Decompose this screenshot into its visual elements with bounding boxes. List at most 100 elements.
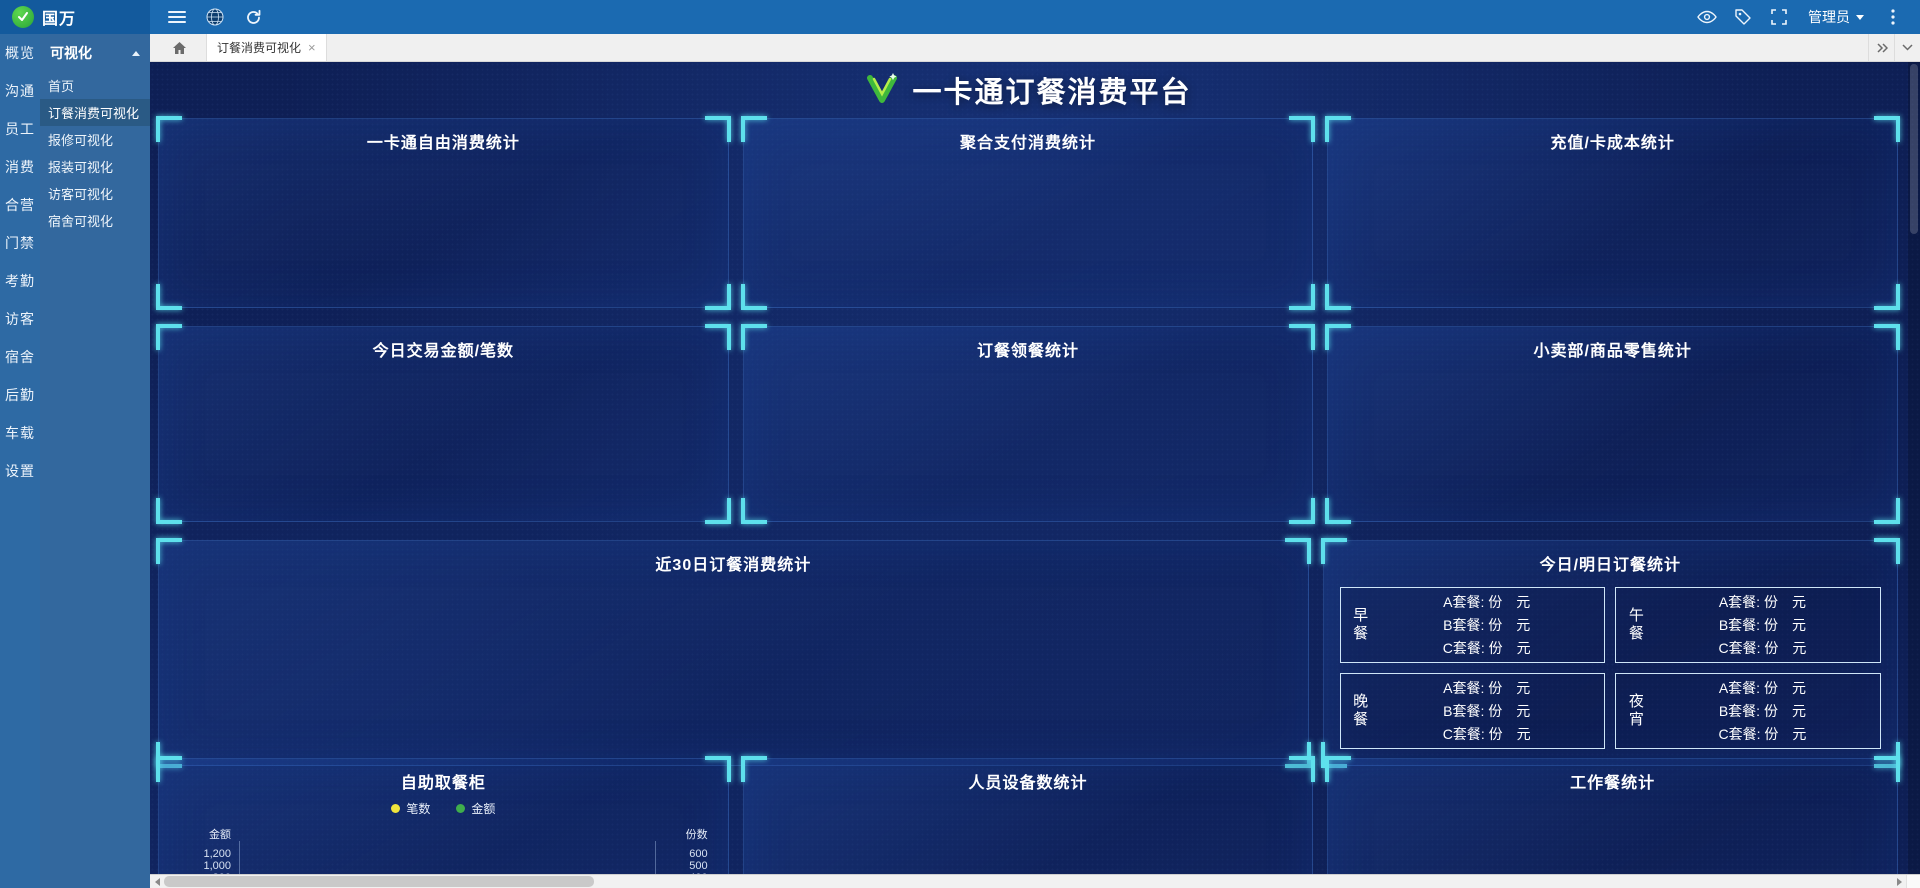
legend-dot-green-icon (456, 804, 466, 813)
panel-title: 近30日订餐消费统计 (655, 557, 812, 574)
brand-logo-icon (12, 6, 34, 28)
horizontal-scrollbar[interactable] (150, 874, 1920, 888)
panel-today-transactions: 今日交易金额/笔数 (156, 324, 731, 524)
submenu-item-meal-visualization[interactable]: 订餐消费可视化 (40, 99, 150, 126)
top-bar: 国万 管理员 (0, 0, 1920, 34)
panel-title: 今日/明日订餐统计 (1539, 557, 1682, 574)
panel-title: 一卡通自由消费统计 (366, 135, 520, 152)
panel-title: 今日交易金额/笔数 (372, 343, 515, 360)
panel-title: 订餐领餐统计 (976, 343, 1079, 360)
panel-today-tomorrow-orders: 今日/明日订餐统计 早餐 A套餐: 份 元 B套餐: 份 元 C套餐: 份 元 (1320, 538, 1900, 768)
tab-controls (1868, 34, 1920, 61)
legend-item-amount[interactable]: 金额 (456, 800, 495, 817)
tab-meal-visualization[interactable]: 订餐消费可视化 × (206, 34, 327, 61)
meal-line: C套餐: 份 元 (1442, 726, 1531, 742)
meal-label: 晚餐 (1351, 693, 1369, 729)
submenu-header[interactable]: 可视化 (40, 34, 150, 72)
module-access[interactable]: 门禁 (5, 235, 35, 251)
meal-line: A套餐: 份 元 (1718, 680, 1806, 696)
panel-30day-consumption: 近30日订餐消费统计 (156, 538, 1311, 768)
brand-name: 国万 (42, 11, 77, 28)
panel-free-consumption: 一卡通自由消费统计 (156, 116, 731, 310)
vertical-scrollbar-thumb[interactable] (1910, 64, 1918, 234)
module-attendance[interactable]: 考勤 (5, 273, 35, 289)
corner-bracket-icon (704, 284, 731, 310)
scrollbar-corner (1906, 875, 1920, 888)
right-axis-line (654, 841, 656, 874)
scroll-right-arrow-icon[interactable] (1892, 875, 1906, 888)
module-settings[interactable]: 设置 (5, 463, 35, 479)
menu-toggle-icon[interactable] (162, 3, 192, 31)
meal-line: C套餐: 份 元 (1718, 726, 1807, 742)
left-axis-title: 金额 (209, 829, 231, 841)
meal-line: B套餐: 份 元 (1443, 703, 1531, 719)
panel-self-pickup-cabinet: 自助取餐柜 笔数 金额 (156, 756, 731, 874)
module-staff[interactable]: 员工 (5, 121, 35, 137)
axis-tick: 1,000 (203, 860, 231, 872)
chart-legend: 笔数 金额 (159, 800, 728, 817)
legend-label: 笔数 (406, 802, 431, 816)
horizontal-scrollbar-thumb[interactable] (164, 876, 594, 887)
fullscreen-icon[interactable] (1764, 3, 1794, 31)
meal-line: C套餐: 份 元 (1718, 640, 1807, 656)
refresh-icon[interactable] (238, 3, 268, 31)
axis-tick: 1,200 (203, 848, 231, 860)
submenu-item-dorm-visualization[interactable]: 宿舍可视化 (48, 214, 114, 229)
module-sidebar: 概览 沟通 员工 消费 合营 门禁 考勤 访客 宿舍 后勤 车载 设置 (0, 34, 40, 888)
chevron-up-icon (132, 50, 140, 56)
meal-line: A套餐: 份 元 (1718, 594, 1806, 610)
module-logistics[interactable]: 后勤 (5, 387, 35, 403)
meal-lines: A套餐: 份 元 B套餐: 份 元 C套餐: 份 元 (1653, 592, 1872, 658)
corner-bracket-icon (740, 284, 767, 310)
legend-item-count[interactable]: 笔数 (391, 800, 430, 817)
meal-line: B套餐: 份 元 (1718, 703, 1806, 719)
home-tab-icon[interactable] (164, 34, 194, 61)
module-communication[interactable]: 沟通 (5, 83, 35, 99)
corner-bracket-icon (156, 498, 182, 524)
dashboard-title: 一卡通订餐消费平台 (912, 77, 1192, 109)
corner-bracket-icon (1325, 284, 1352, 310)
axis-tick: 500 (689, 860, 708, 872)
more-options-icon[interactable] (1878, 3, 1908, 31)
meal-line: C套餐: 份 元 (1442, 640, 1531, 656)
eye-icon[interactable] (1692, 3, 1722, 31)
module-overview[interactable]: 概览 (5, 45, 35, 61)
meal-line: A套餐: 份 元 (1443, 594, 1531, 610)
axis-tick: 600 (689, 848, 708, 860)
dashboard: 一卡通订餐消费平台 一卡通自由消费统计 聚合支付消费统计 充值/卡成本统计 (150, 62, 1920, 874)
module-joint[interactable]: 合营 (5, 197, 35, 213)
submenu-item-home[interactable]: 首页 (48, 79, 75, 94)
submenu-panel: 可视化 首页 订餐消费可视化 报修可视化 报装可视化 访客可视化 宿舍可视化 (40, 34, 150, 888)
tab-scroll-right-icon[interactable] (1868, 34, 1894, 61)
meal-line: B套餐: 份 元 (1718, 617, 1806, 633)
module-vehicle[interactable]: 车载 (5, 425, 35, 441)
panel-row-2: 今日交易金额/笔数 订餐领餐统计 小卖部/商品零售统计 (156, 324, 1900, 524)
globe-icon[interactable] (200, 3, 230, 31)
meal-stats-grid: 早餐 A套餐: 份 元 B套餐: 份 元 C套餐: 份 元 午餐 (1324, 575, 1897, 759)
submenu-item-install-visualization[interactable]: 报装可视化 (48, 160, 114, 175)
tag-icon[interactable] (1728, 3, 1758, 31)
content-area: 订餐消费可视化 × (150, 34, 1920, 888)
topbar-right-actions: 管理员 (1692, 3, 1920, 31)
panel-row-1: 一卡通自由消费统计 聚合支付消费统计 充值/卡成本统计 (156, 116, 1900, 310)
submenu-item-repair-visualization[interactable]: 报修可视化 (48, 133, 114, 148)
tab-menu-chevron-icon[interactable] (1894, 34, 1920, 61)
module-consumption[interactable]: 消费 (5, 159, 35, 175)
corner-bracket-icon (740, 498, 767, 524)
meal-box-breakfast: 早餐 A套餐: 份 元 B套餐: 份 元 C套餐: 份 元 (1339, 587, 1606, 663)
vertical-scrollbar[interactable] (1908, 62, 1920, 874)
legend-label: 金额 (471, 802, 496, 816)
submenu-item-visitor-visualization[interactable]: 访客可视化 (48, 187, 114, 202)
meal-lines: A套餐: 份 元 B套餐: 份 元 C套餐: 份 元 (1377, 678, 1596, 744)
module-dormitory[interactable]: 宿舍 (5, 349, 35, 365)
module-visitor[interactable]: 访客 (5, 311, 35, 327)
user-menu[interactable]: 管理员 (1800, 7, 1872, 27)
panel-work-meal: 工作餐统计 (1325, 756, 1900, 874)
user-name: 管理员 (1808, 9, 1850, 25)
meal-lines: A套餐: 份 元 B套餐: 份 元 C套餐: 份 元 (1377, 592, 1596, 658)
corner-bracket-icon (156, 284, 182, 310)
tab-close-icon[interactable]: × (308, 40, 316, 55)
panel-personnel-devices: 人员设备数统计 (740, 756, 1316, 874)
scroll-left-arrow-icon[interactable] (150, 875, 164, 888)
